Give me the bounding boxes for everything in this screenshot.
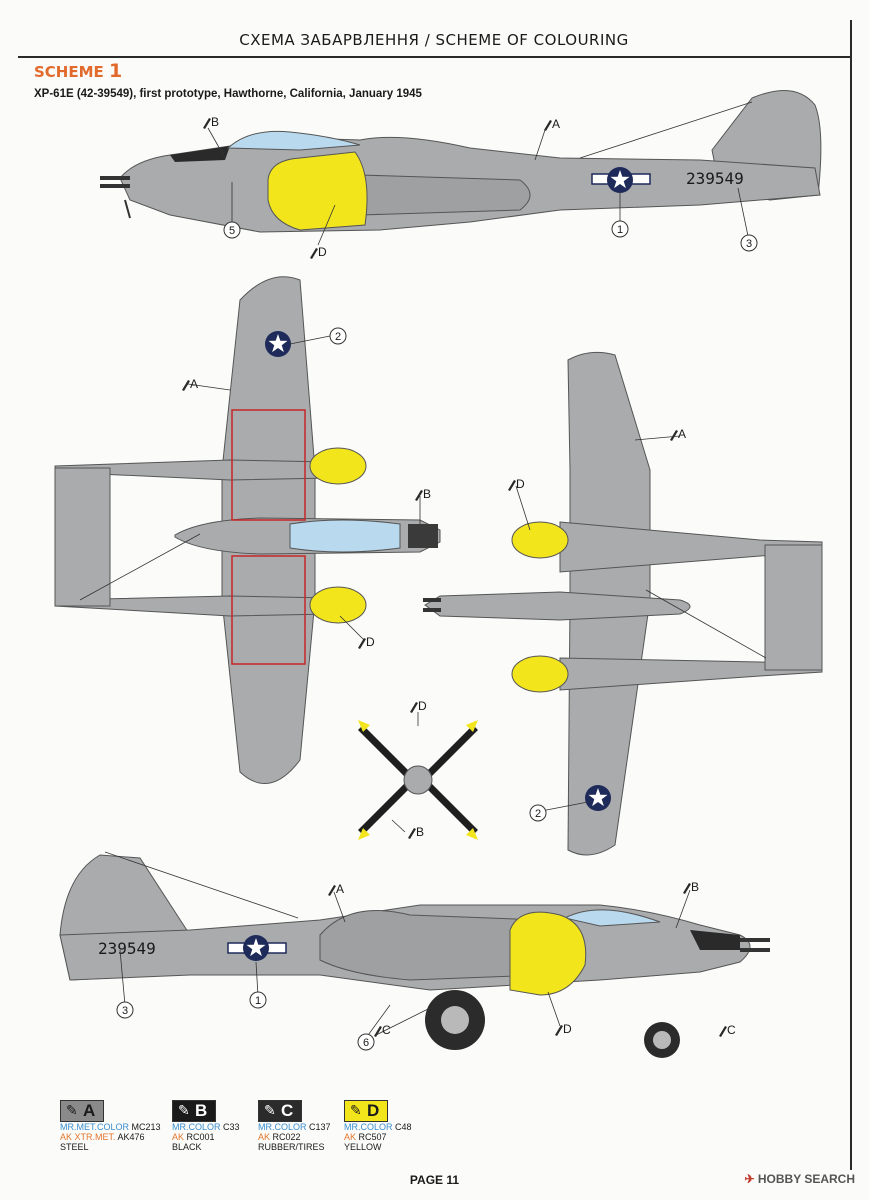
legend-value: C137	[309, 1122, 331, 1132]
swatch-a: ✎ A	[60, 1100, 104, 1122]
scheme-title: SCHEME 1	[34, 60, 122, 82]
brush-icon: ✎	[178, 1103, 190, 1119]
callout-a-1: A	[552, 117, 560, 131]
legend-value: RC022	[272, 1132, 301, 1142]
callout-c-2: C	[727, 1023, 736, 1037]
brush-icon: ✎	[350, 1103, 362, 1119]
page-header: СХЕМА ЗАБАРВЛЕННЯ / SCHEME OF COLOURING	[18, 28, 850, 58]
swatch-b: ✎ B	[172, 1100, 216, 1122]
scheme-subtitle: XP-61E (42-39549), first prototype, Hawt…	[34, 88, 422, 100]
legend-name: YELLOW	[344, 1142, 382, 1152]
page-frame	[18, 20, 852, 1170]
legend-code: A	[83, 1101, 96, 1120]
brush-icon: ✎	[66, 1103, 78, 1119]
propeller	[358, 720, 478, 840]
legend-item-d: ✎ D MR.COLOR C48 AK RC507 YELLOW	[344, 1100, 464, 1152]
callout-d-4: D	[418, 699, 427, 713]
marker-2-bottom: 2	[535, 808, 541, 820]
legend-value: AK476	[117, 1132, 145, 1142]
callout-d-3: D	[516, 477, 525, 491]
callout-b-2: B	[423, 487, 431, 501]
bottom-view	[423, 351, 823, 856]
callout-a-2: A	[190, 377, 198, 391]
brush-icon: ✎	[264, 1103, 276, 1119]
serial-bottom: 239549	[98, 939, 156, 958]
legend-brand: MR.COLOR	[344, 1122, 393, 1132]
legend-name: BLACK	[172, 1142, 202, 1152]
legend-code: D	[367, 1101, 380, 1120]
marker-3-top: 3	[746, 238, 752, 250]
callout-d-2: D	[366, 635, 375, 649]
scheme-label: SCHEME	[34, 63, 104, 81]
callout-a-4: A	[336, 882, 344, 896]
marker-5: 5	[229, 225, 235, 237]
legend-value: MC213	[131, 1122, 161, 1132]
legend-item-b: ✎ B MR.COLOR C33 AK RC001 BLACK	[172, 1100, 292, 1152]
swatch-c: ✎ C	[258, 1100, 302, 1122]
callout-b-4: B	[691, 880, 699, 894]
page-number: PAGE 11	[409, 1173, 460, 1187]
watermark: ✈ HOBBY SEARCH	[744, 1172, 855, 1186]
callout-b-3: B	[416, 825, 424, 839]
legend-brand: MR.COLOR	[172, 1122, 221, 1132]
legend-brand: AK	[258, 1132, 271, 1142]
legend-name: STEEL	[60, 1142, 89, 1152]
legend-brand: AK XTR.MET.	[60, 1132, 116, 1142]
callout-lines	[79, 101, 767, 1039]
legend-value: RC001	[186, 1132, 215, 1142]
swatch-d: ✎ D	[344, 1100, 388, 1122]
callout-b-1: B	[211, 115, 219, 129]
legend-brand: MR.COLOR	[258, 1122, 307, 1132]
page-title: СХЕМА ЗАБАРВЛЕННЯ / SCHEME OF COLOURING	[239, 31, 629, 49]
hobby-search-icon: ✈	[744, 1172, 755, 1186]
legend-code: B	[195, 1101, 208, 1120]
legend-item-c: ✎ C MR.COLOR C137 AK RC022 RUBBER/TIRES	[258, 1100, 378, 1152]
legend-brand: MR.MET.COLOR	[60, 1122, 130, 1132]
legend-name: RUBBER/TIRES	[258, 1142, 325, 1152]
legend-brand: AK	[344, 1132, 357, 1142]
legend-value: C48	[395, 1122, 412, 1132]
legend-brand: AK	[172, 1132, 185, 1142]
side-view-top: 239549	[100, 89, 822, 233]
callout-c-1: C	[382, 1023, 391, 1037]
marker-1-bottom: 1	[255, 995, 261, 1007]
marker-1-top: 1	[617, 224, 623, 236]
side-view-bottom: 239549	[59, 854, 770, 1058]
marker-2-top: 2	[335, 331, 341, 343]
legend-value: RC507	[358, 1132, 387, 1142]
legend-value: C33	[223, 1122, 240, 1132]
callout-d-1: D	[318, 245, 327, 259]
legend-code: C	[281, 1101, 294, 1120]
watermark-text: HOBBY SEARCH	[757, 1172, 855, 1186]
legend-item-a: ✎ A MR.MET.COLOR MC213 AK XTR.MET. AK476…	[60, 1100, 180, 1152]
scheme-number: 1	[109, 60, 123, 82]
callout-a-3: A	[678, 427, 686, 441]
marker-3-bottom: 3	[122, 1005, 128, 1017]
top-view	[54, 276, 441, 785]
marker-6: 6	[363, 1037, 369, 1049]
serial-top: 239549	[686, 169, 744, 188]
callout-d-5: D	[563, 1022, 572, 1036]
